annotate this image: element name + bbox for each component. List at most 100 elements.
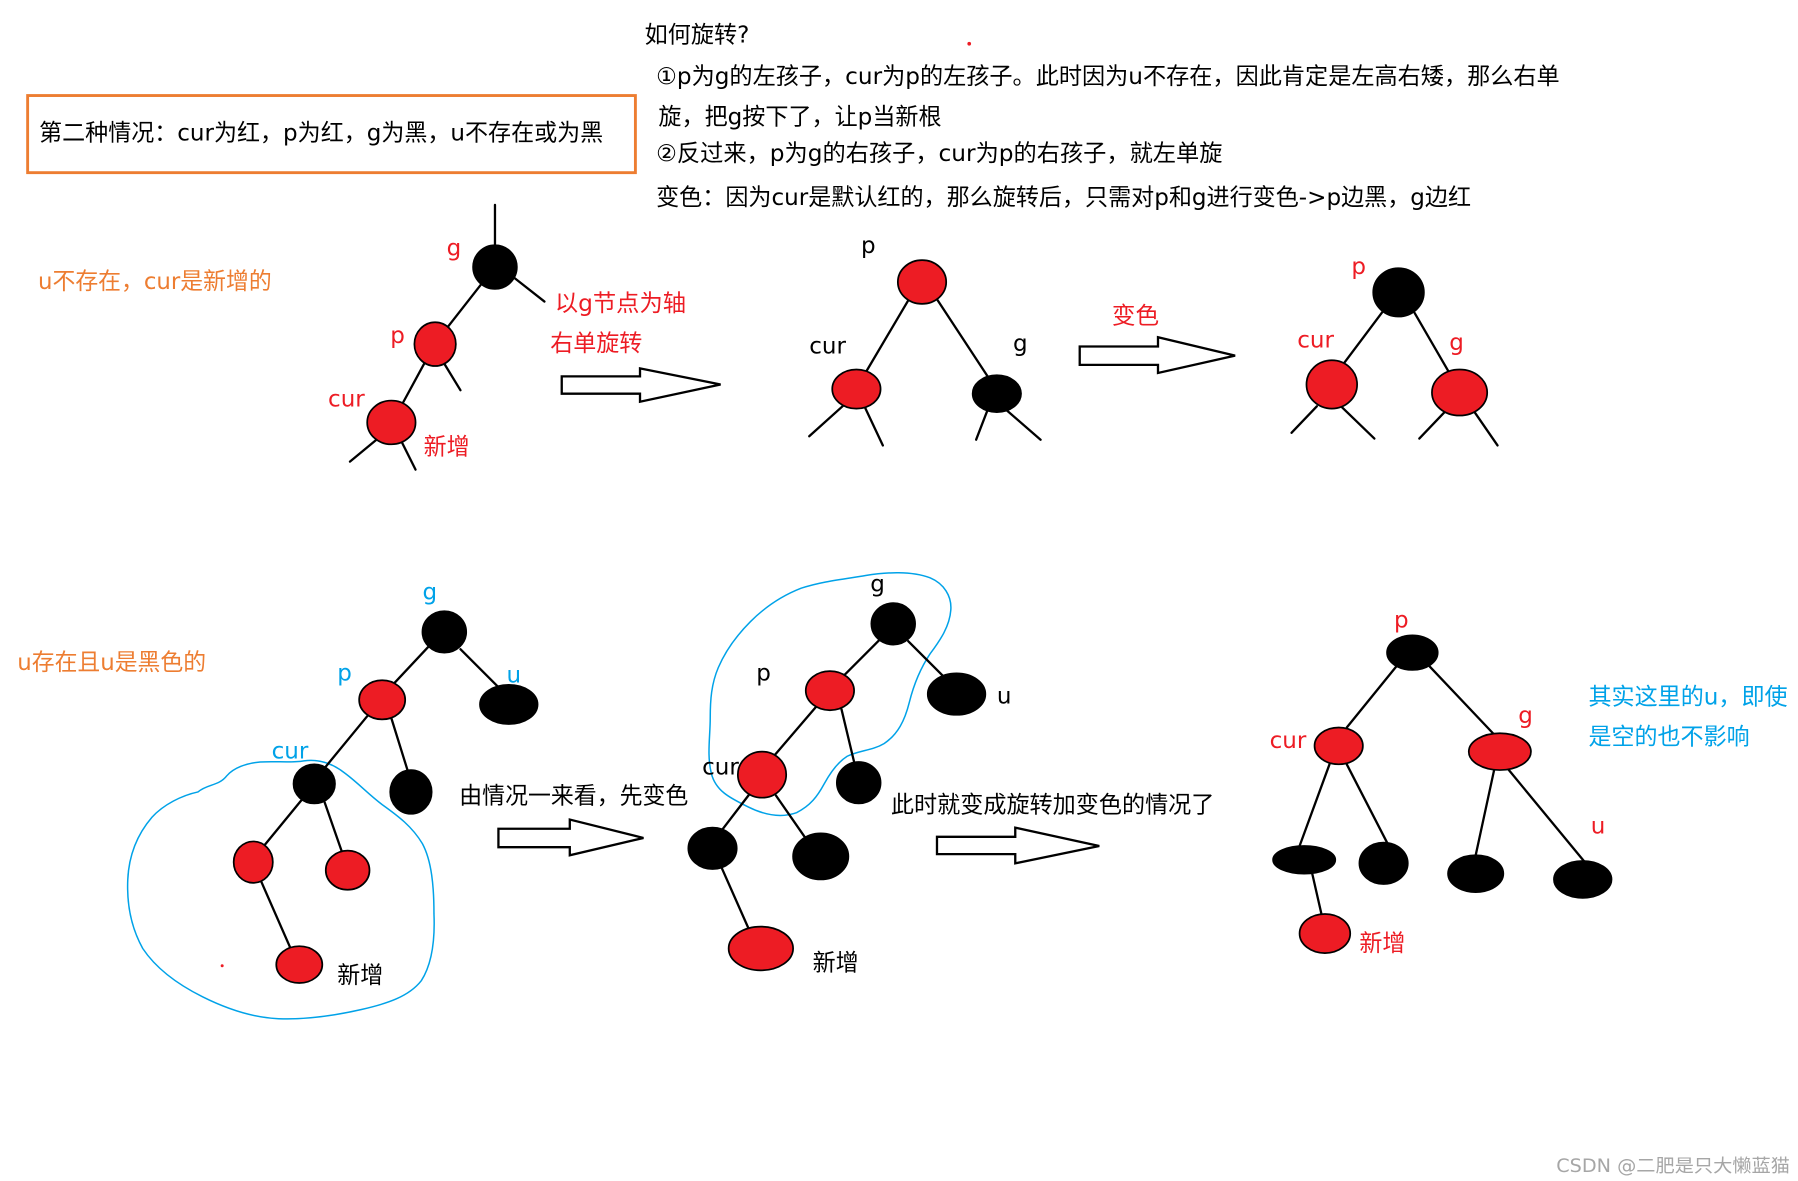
label-p: p: [756, 660, 771, 686]
node-cur-left: [1272, 845, 1337, 875]
label-new-node: 新增: [424, 435, 470, 461]
highlight-cloud-g-p-cur: [708, 572, 952, 817]
node-cur: [1313, 726, 1364, 766]
node-p: [896, 259, 948, 305]
red-speck-bottom: [220, 964, 224, 968]
label-p: p: [337, 660, 352, 686]
rotation-explanation: 如何旋转? ①p为g的左孩子，cur为p的左孩子。此时因为u不存在，因此肯定是左…: [645, 23, 1560, 211]
edge-cur-left-stub: [348, 438, 378, 463]
node-u: [479, 684, 539, 725]
edge-cur-left: [721, 793, 751, 830]
node-p-right: [835, 761, 882, 805]
edge-g-u: [1506, 767, 1586, 863]
node-cur-right: [1358, 841, 1409, 885]
edge-g-right-stub: [1473, 410, 1499, 447]
edge-p-g: [1428, 665, 1495, 735]
side-note: 其实这里的u，即使 是空的也不影响: [1588, 684, 1787, 750]
edge-p-g: [1413, 311, 1450, 372]
explanation-line-3: ②反过来，p为g的右孩子，cur为p的右孩子，就左单旋: [656, 141, 1222, 167]
label-cur: cur: [328, 386, 365, 412]
label-new-node: 新增: [337, 963, 383, 989]
edge-p-cur: [401, 361, 426, 405]
edge-p-cur: [324, 713, 370, 768]
rotate-arrow: [560, 366, 721, 404]
label-p: p: [1394, 607, 1409, 633]
edge-g-p: [393, 645, 430, 684]
scenario-u-black-label: u存在且u是黑色的: [17, 650, 206, 676]
case-box-group: 第二种情况：cur为红，p为红，g为黑，u不存在或为黑: [26, 94, 637, 175]
label-new-node: 新增: [813, 950, 859, 976]
edge-g-u: [459, 648, 500, 689]
highlight-cloud-subtree: [126, 759, 435, 1020]
edge-cur-right: [774, 794, 806, 838]
edge-g-left-stub: [974, 408, 989, 441]
edge-cur-right: [323, 801, 344, 853]
label-g: g: [1449, 330, 1464, 356]
edge-g-u: [907, 639, 946, 678]
recolor-arrow: [1078, 335, 1236, 375]
edge-left-new: [260, 880, 292, 949]
watermark: CSDN @二肥是只大懒蓝猫: [1556, 1156, 1790, 1177]
node-cur: [736, 750, 788, 799]
node-cur-right: [792, 832, 850, 881]
label-u: u: [1591, 813, 1606, 839]
edge-cur-right: [1345, 763, 1389, 844]
scenario-u-absent-label: u不存在，cur是新增的: [38, 269, 272, 295]
edge-cur-right-stub: [1341, 406, 1376, 440]
label-g: g: [1013, 331, 1028, 357]
edge-g-left-stub: [1418, 410, 1446, 440]
label-p: p: [1351, 254, 1366, 280]
label-g: g: [870, 572, 885, 598]
explanation-title: 如何旋转?: [645, 23, 750, 49]
node-cur-right: [324, 849, 371, 891]
node-p-right: [389, 769, 433, 815]
edge-cur-left: [1298, 763, 1331, 848]
side-note-line-1: 其实这里的u，即使: [1588, 684, 1787, 710]
label-u: u: [506, 663, 521, 689]
tree-u-absent-rotated: p cur g: [808, 233, 1042, 447]
step1-arrow: [497, 818, 644, 857]
node-g: [421, 610, 468, 654]
label-cur: cur: [809, 333, 846, 359]
node-p: [1386, 634, 1439, 671]
node-cur: [366, 399, 417, 446]
edge-p-cur: [773, 705, 818, 757]
edge-left-new: [1311, 872, 1323, 916]
edge-left-new: [720, 866, 750, 929]
edge-g-p: [446, 283, 483, 329]
node-g: [870, 602, 916, 646]
step2-note: 此时就变成旋转加变色的情况了: [891, 793, 1214, 819]
label-cur: cur: [272, 739, 309, 765]
node-p: [1372, 267, 1425, 318]
edge-g-left: [1474, 768, 1496, 857]
label-new-node: 新增: [1359, 931, 1405, 957]
edge-g-right-stub: [511, 275, 546, 303]
node-g-left: [1447, 854, 1505, 893]
node-g: [1467, 732, 1532, 771]
case-box-frame: [26, 94, 637, 175]
explanation-line-1: ①p为g的左孩子，cur为p的左孩子。此时因为u不存在，因此肯定是左高右矮，那么…: [656, 64, 1560, 90]
edge-p-right: [840, 707, 856, 764]
node-new: [275, 945, 324, 984]
node-cur-left: [232, 840, 274, 884]
node-u: [926, 672, 987, 716]
tree-u-absent-initial: g p cur 新增: [328, 203, 546, 471]
edge-p-g: [935, 298, 989, 378]
node-p: [413, 321, 457, 367]
node-g: [971, 374, 1022, 413]
tree-u-black-initial: g p u cur 新增: [126, 580, 539, 1020]
rotation-note-line-1: 以g节点为轴: [555, 291, 686, 317]
explanation-line-2: 旋，把g按下了，让p当新根: [658, 104, 941, 130]
edge-cur-left: [263, 798, 303, 847]
edge-cur-right-stub: [400, 440, 417, 471]
edge-p-right-stub: [443, 362, 462, 392]
edge-cur-right-stub: [863, 405, 885, 447]
label-g: g: [422, 580, 437, 606]
node-u: [1553, 860, 1613, 899]
edge-p-cur: [865, 299, 910, 372]
node-cur: [1305, 359, 1358, 410]
edge-p-cur: [1345, 665, 1398, 729]
node-g: [1431, 368, 1489, 417]
tree-u-black-final: p cur g u 新增: [1270, 607, 1613, 957]
